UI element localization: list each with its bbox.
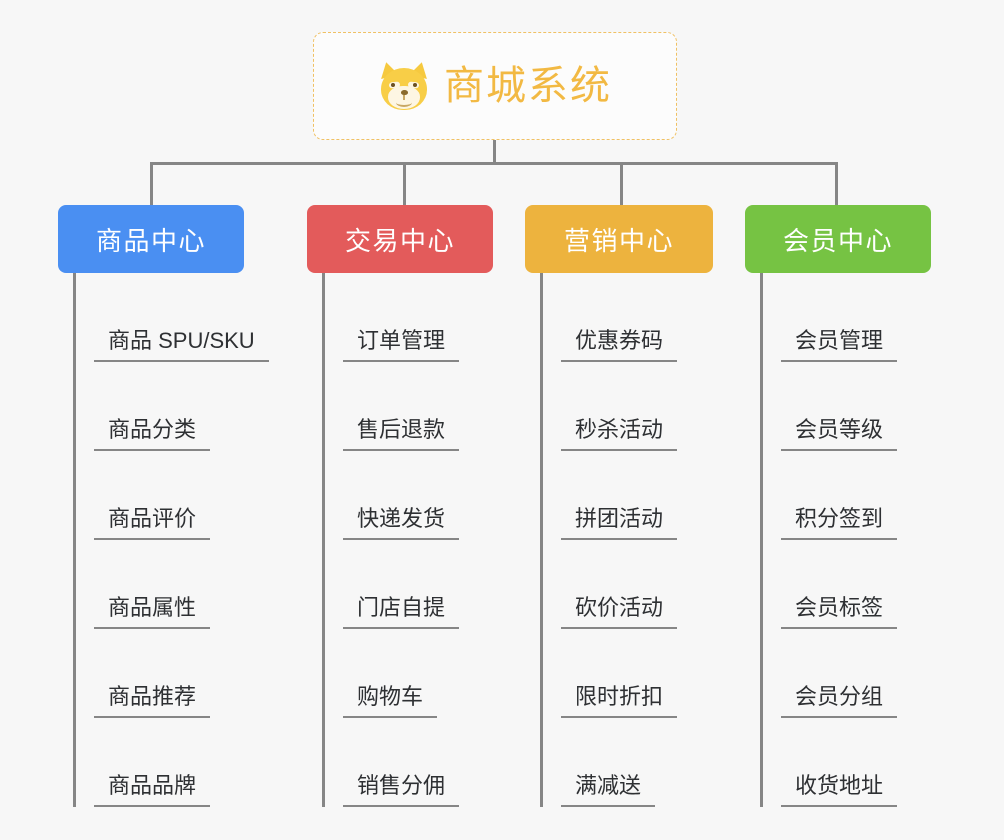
connector-drop-branch-2 [403,162,406,205]
branch-leaf-list-marketing: 优惠券码 秒杀活动 拼团活动 砍价活动 限时折扣 满减送 [540,273,713,807]
leaf-item[interactable]: 销售分佣 [343,718,493,807]
leaf-label: 购物车 [343,684,438,718]
leaf-item[interactable]: 商品品牌 [94,718,269,807]
leaf-item[interactable]: 购物车 [343,629,493,718]
leaf-item[interactable]: 会员标签 [781,540,931,629]
branch-header-trade[interactable]: 交易中心 [307,205,493,273]
leaf-label: 会员标签 [781,595,898,629]
leaf-item[interactable]: 限时折扣 [561,629,713,718]
leaf-label: 订单管理 [343,328,460,362]
leaf-item[interactable]: 积分签到 [781,451,931,540]
leaf-label: 商品属性 [94,595,211,629]
leaf-label: 收货地址 [781,773,898,807]
leaf-label: 商品推荐 [94,684,211,718]
leaf-label: 会员管理 [781,328,898,362]
connector-drop-branch-3 [620,162,623,205]
branch-leaf-list-trade: 订单管理 售后退款 快递发货 门店自提 购物车 销售分佣 [322,273,493,807]
branch-column-marketing: 营销中心 优惠券码 秒杀活动 拼团活动 砍价活动 限时折扣 满减送 [525,205,713,807]
leaf-item[interactable]: 砍价活动 [561,540,713,629]
connector-root-stem [493,140,496,163]
leaf-item[interactable]: 秒杀活动 [561,362,713,451]
leaf-item[interactable]: 商品推荐 [94,629,269,718]
leaf-item[interactable]: 优惠券码 [561,273,713,362]
leaf-label: 拼团活动 [561,506,678,540]
branch-header-label: 营销中心 [563,225,674,256]
branch-column-product: 商品中心 商品 SPU/SKU 商品分类 商品评价 商品属性 商品推荐 商品品牌 [58,205,269,807]
leaf-label: 销售分佣 [343,773,460,807]
branch-header-label: 会员中心 [782,225,893,256]
leaf-label: 售后退款 [343,417,460,451]
branch-leaf-list-member: 会员管理 会员等级 积分签到 会员标签 会员分组 收货地址 [760,273,931,807]
leaf-item[interactable]: 会员管理 [781,273,931,362]
leaf-item[interactable]: 商品评价 [94,451,269,540]
leaf-item[interactable]: 商品 SPU/SKU [94,273,269,362]
root-node[interactable]: 商城系统 [313,32,677,140]
leaf-label: 会员分组 [781,684,898,718]
leaf-label: 积分签到 [781,506,898,540]
leaf-label: 秒杀活动 [561,417,678,451]
leaf-item[interactable]: 售后退款 [343,362,493,451]
branch-header-label: 交易中心 [344,225,455,256]
leaf-label: 门店自提 [343,595,460,629]
leaf-label: 商品分类 [94,417,211,451]
leaf-item[interactable]: 会员分组 [781,629,931,718]
leaf-label: 限时折扣 [561,684,678,718]
branch-column-member: 会员中心 会员管理 会员等级 积分签到 会员标签 会员分组 收货地址 [745,205,931,807]
connector-drop-branch-1 [150,162,153,205]
leaf-label: 商品品牌 [94,773,211,807]
leaf-item[interactable]: 快递发货 [343,451,493,540]
shiba-dog-icon [377,60,431,112]
leaf-label: 砍价活动 [561,595,678,629]
leaf-label: 快递发货 [343,506,460,540]
leaf-label: 商品 SPU/SKU [94,328,269,362]
leaf-item[interactable]: 订单管理 [343,273,493,362]
leaf-item[interactable]: 商品分类 [94,362,269,451]
branch-header-label: 商品中心 [95,225,206,256]
leaf-item[interactable]: 会员等级 [781,362,931,451]
leaf-label: 会员等级 [781,417,898,451]
leaf-item[interactable]: 满减送 [561,718,713,807]
connector-horizontal-bus [150,162,838,165]
leaf-item[interactable]: 商品属性 [94,540,269,629]
leaf-label: 优惠券码 [561,328,678,362]
leaf-label: 满减送 [561,773,656,807]
branch-header-marketing[interactable]: 营销中心 [525,205,713,273]
root-title: 商城系统 [444,64,612,108]
branch-header-member[interactable]: 会员中心 [745,205,931,273]
leaf-label: 商品评价 [94,506,211,540]
branch-column-trade: 交易中心 订单管理 售后退款 快递发货 门店自提 购物车 销售分佣 [307,205,493,807]
leaf-item[interactable]: 收货地址 [781,718,931,807]
branch-leaf-list-product: 商品 SPU/SKU 商品分类 商品评价 商品属性 商品推荐 商品品牌 [73,273,269,807]
branch-header-product[interactable]: 商品中心 [58,205,244,273]
leaf-item[interactable]: 门店自提 [343,540,493,629]
leaf-item[interactable]: 拼团活动 [561,451,713,540]
connector-drop-branch-4 [835,162,838,205]
